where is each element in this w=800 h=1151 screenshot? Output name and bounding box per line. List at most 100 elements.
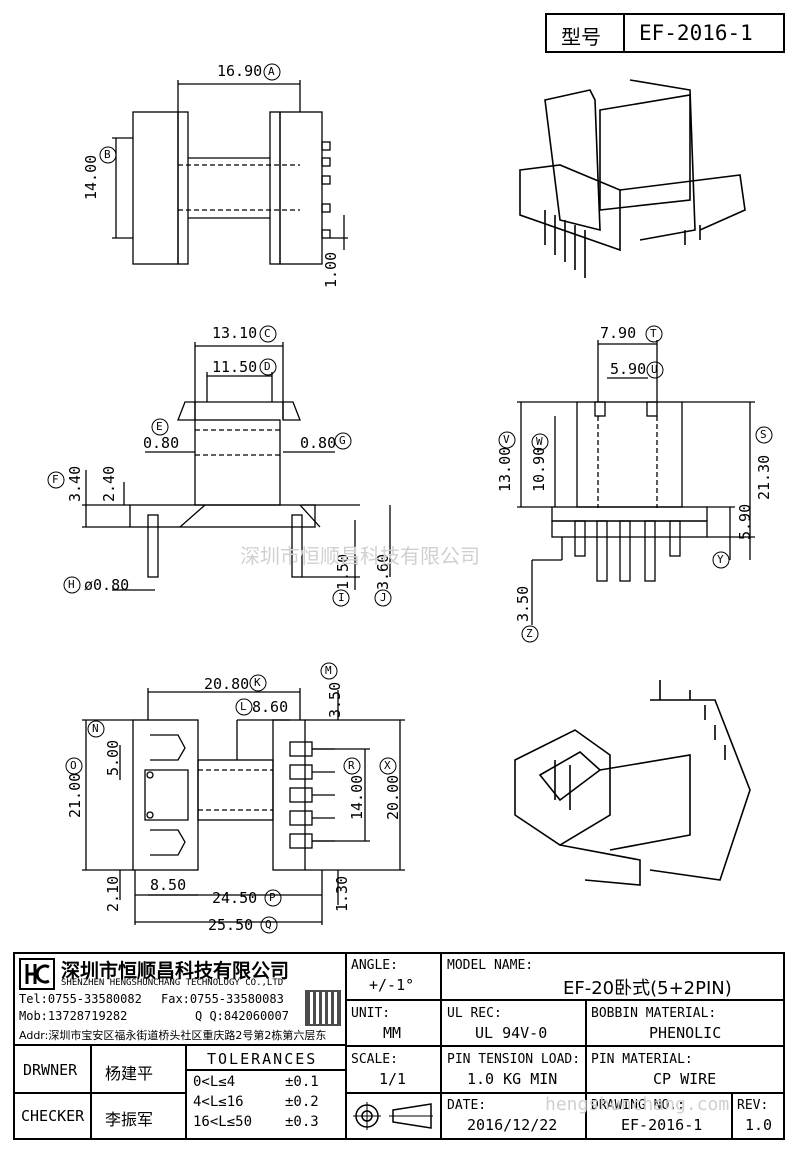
company-qq: Q Q:842060007 — [195, 1009, 289, 1023]
model-header-label: 型号 — [561, 25, 601, 49]
rev-value: 1.0 — [745, 1116, 773, 1134]
marker-D: D — [264, 360, 271, 373]
unit-value: MM — [383, 1024, 402, 1042]
marker-Z: Z — [526, 627, 533, 640]
company-logo — [19, 958, 55, 990]
bottom-view — [82, 688, 405, 925]
marker-E: E — [156, 420, 163, 433]
dim-A: 16.90 — [217, 62, 263, 80]
dim-pin-offset: 1.00 — [322, 251, 340, 288]
watermark-url: hengshunchang.com — [545, 1094, 730, 1115]
tolerance-value-0: ±0.1 — [285, 1074, 319, 1090]
model-header-box: 型号 EF-2016-1 — [545, 13, 785, 53]
scale-value: 1/1 — [379, 1070, 407, 1088]
company-addr: Addr:深圳市宝安区福永街道桥头社区重庆路2号第2栋第六层东 — [19, 1029, 327, 1042]
marker-L: L — [240, 700, 247, 713]
model-name-label: MODEL NAME: — [447, 958, 534, 973]
rev-label: REV: — [737, 1098, 769, 1113]
tolerance-range-0: 0<L≤4 — [193, 1074, 236, 1090]
unit-label: UNIT: — [351, 1006, 391, 1021]
marker-Y: Y — [717, 553, 724, 566]
marker-G: G — [339, 434, 346, 447]
marker-A: A — [268, 65, 275, 78]
company-fax: Fax:0755-33580083 — [161, 992, 284, 1006]
marker-F: F — [52, 473, 59, 486]
dim-O: 21.00 — [66, 772, 84, 818]
dim-Q: 25.50 — [208, 916, 254, 934]
pin-tension-value: 1.0 KG MIN — [467, 1070, 558, 1088]
dim-left-bottom: 2.10 — [104, 875, 122, 912]
dim-N: 5.00 — [104, 739, 122, 776]
scale-label: SCALE: — [351, 1052, 398, 1067]
top-view — [112, 80, 348, 265]
marker-B: B — [104, 148, 111, 161]
drawer-label: DRWNER — [23, 1061, 78, 1079]
drawing-no-label: DRAWING NO.: — [591, 1098, 685, 1113]
dim-B: 14.00 — [82, 154, 100, 200]
drawer-name: 杨建平 — [105, 1064, 154, 1083]
marker-R: R — [348, 759, 355, 772]
dim-Y: 5.90 — [736, 503, 754, 540]
company-name-cn: 深圳市恒顺昌科技有限公司 — [61, 960, 290, 982]
dim-S: 21.30 — [755, 454, 773, 500]
marker-S: S — [760, 428, 767, 441]
dim-F2: 2.40 — [100, 465, 118, 502]
company-tel: Tel:0755-33580082 — [19, 992, 142, 1006]
dim-V: 13.00 — [496, 446, 514, 492]
marker-U: U — [651, 363, 658, 376]
dim-R: 14.00 — [348, 774, 366, 820]
bobbin-value: PHENOLIC — [649, 1024, 722, 1042]
marker-C: C — [264, 327, 271, 340]
dim-Z: 3.50 — [514, 585, 532, 622]
marker-X: X — [384, 759, 391, 772]
marker-N: N — [92, 722, 99, 735]
drawing-no-value: EF-2016-1 — [621, 1116, 703, 1134]
pin-material-label: PIN MATERIAL: — [591, 1052, 693, 1067]
dim-mid-bottom: 8.50 — [150, 876, 187, 894]
marker-H: H — [68, 578, 75, 591]
front-view — [82, 342, 391, 591]
watermark-text: 深圳市恒顺昌科技有限公司 — [240, 544, 480, 568]
marker-T: T — [650, 327, 657, 340]
bobbin-label: BOBBIN MATERIAL: — [591, 1006, 717, 1021]
dim-H: ø0.80 — [84, 576, 130, 594]
technical-drawing — [47, 63, 773, 934]
tolerances-title: TOLERANCES — [207, 1050, 318, 1068]
marker-Q: Q — [265, 918, 272, 931]
model-header-value: EF-2016-1 — [639, 21, 753, 45]
ul-label: UL REC: — [447, 1006, 502, 1021]
marker-V: V — [503, 433, 510, 446]
model-name-value: EF-20卧式(5+2PIN) — [563, 978, 732, 999]
marker-K: K — [254, 676, 261, 689]
company-name-en: SHENZHEN HENGSHUNCHANG TECHNOLOGY CO.,LT… — [61, 978, 284, 988]
date-label: DATE: — [447, 1098, 487, 1113]
dim-F: 3.40 — [66, 465, 84, 502]
angle-label: ANGLE: — [351, 958, 398, 973]
marker-P: P — [269, 891, 276, 904]
date-value: 2016/12/22 — [467, 1116, 558, 1134]
dim-E: 0.80 — [143, 434, 180, 452]
tolerance-range-1: 4<L≤16 — [193, 1094, 244, 1110]
pin-material-value: CP WIRE — [653, 1070, 717, 1088]
dim-X: 20.00 — [384, 774, 402, 820]
dim-M: 3.50 — [326, 681, 344, 718]
dim-right-bottom: 1.30 — [333, 875, 351, 912]
iso-view-bottom — [514, 680, 751, 886]
marker-I: I — [338, 591, 345, 604]
pin-tension-label: PIN TENSION LOAD: — [447, 1052, 581, 1067]
dim-P: 24.50 — [212, 889, 258, 907]
marker-O: O — [70, 759, 77, 772]
dim-C: 13.10 — [212, 324, 258, 342]
checker-name: 李振军 — [105, 1110, 154, 1129]
qr-code-icon — [305, 990, 341, 1026]
iso-view-top — [519, 79, 746, 278]
dim-L: 8.60 — [252, 698, 289, 716]
angle-value: +/-1° — [369, 976, 415, 994]
tolerance-value-2: ±0.3 — [285, 1114, 319, 1130]
tolerance-value-1: ±0.2 — [285, 1094, 319, 1110]
checker-label: CHECKER — [21, 1107, 85, 1125]
projection-symbol-icon — [351, 1100, 435, 1132]
marker-M: M — [325, 664, 332, 677]
dim-D: 11.50 — [212, 358, 258, 376]
dim-T: 7.90 — [600, 324, 637, 342]
